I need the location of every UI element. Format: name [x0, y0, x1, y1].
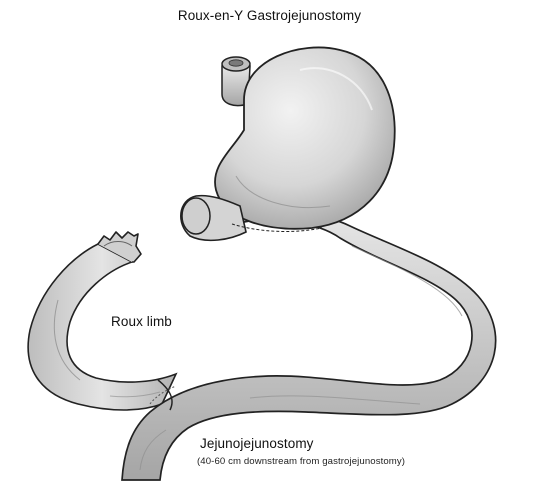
diagram-title: Roux-en-Y Gastrojejunostomy [0, 8, 539, 23]
roux-limb-label: Roux limb [111, 314, 172, 329]
jejunojejunostomy-note: (40-60 cm downstream from gastrojejunost… [197, 456, 405, 467]
jejunojejunostomy-label: Jejunojejunostomy [200, 436, 314, 451]
